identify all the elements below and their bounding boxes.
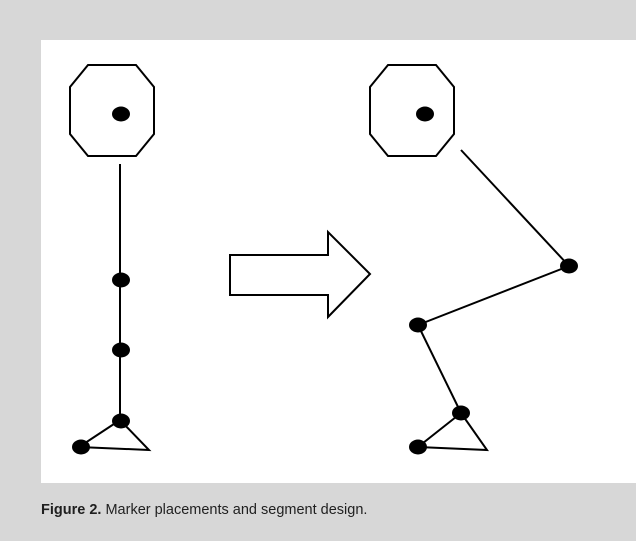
figure-panel bbox=[41, 40, 636, 483]
marker-diagram bbox=[69, 64, 578, 455]
left-model bbox=[69, 64, 155, 452]
left-toe-marker bbox=[72, 439, 90, 455]
right-toe-marker bbox=[409, 439, 427, 455]
left-head-octagon bbox=[69, 64, 155, 157]
right-head-marker bbox=[416, 106, 434, 122]
left-knee-marker bbox=[112, 342, 130, 358]
left-hip-marker bbox=[112, 272, 130, 288]
figure-caption: Figure 2. Marker placements and segment … bbox=[41, 502, 367, 518]
right-foot-triangle bbox=[415, 411, 489, 452]
right-leg-segments bbox=[416, 149, 571, 414]
right-hip-marker bbox=[560, 258, 578, 274]
figure-label: Figure 2. bbox=[41, 502, 102, 518]
left-ankle-marker bbox=[112, 413, 130, 429]
right-knee-marker bbox=[409, 317, 427, 333]
left-head-marker bbox=[112, 106, 130, 122]
left-foot-triangle bbox=[75, 418, 152, 452]
right-arrow-icon bbox=[229, 229, 372, 320]
right-ankle-marker bbox=[452, 405, 470, 421]
right-model bbox=[369, 64, 571, 452]
caption-text: Marker placements and segment design. bbox=[101, 502, 368, 518]
right-head-octagon bbox=[369, 64, 455, 157]
